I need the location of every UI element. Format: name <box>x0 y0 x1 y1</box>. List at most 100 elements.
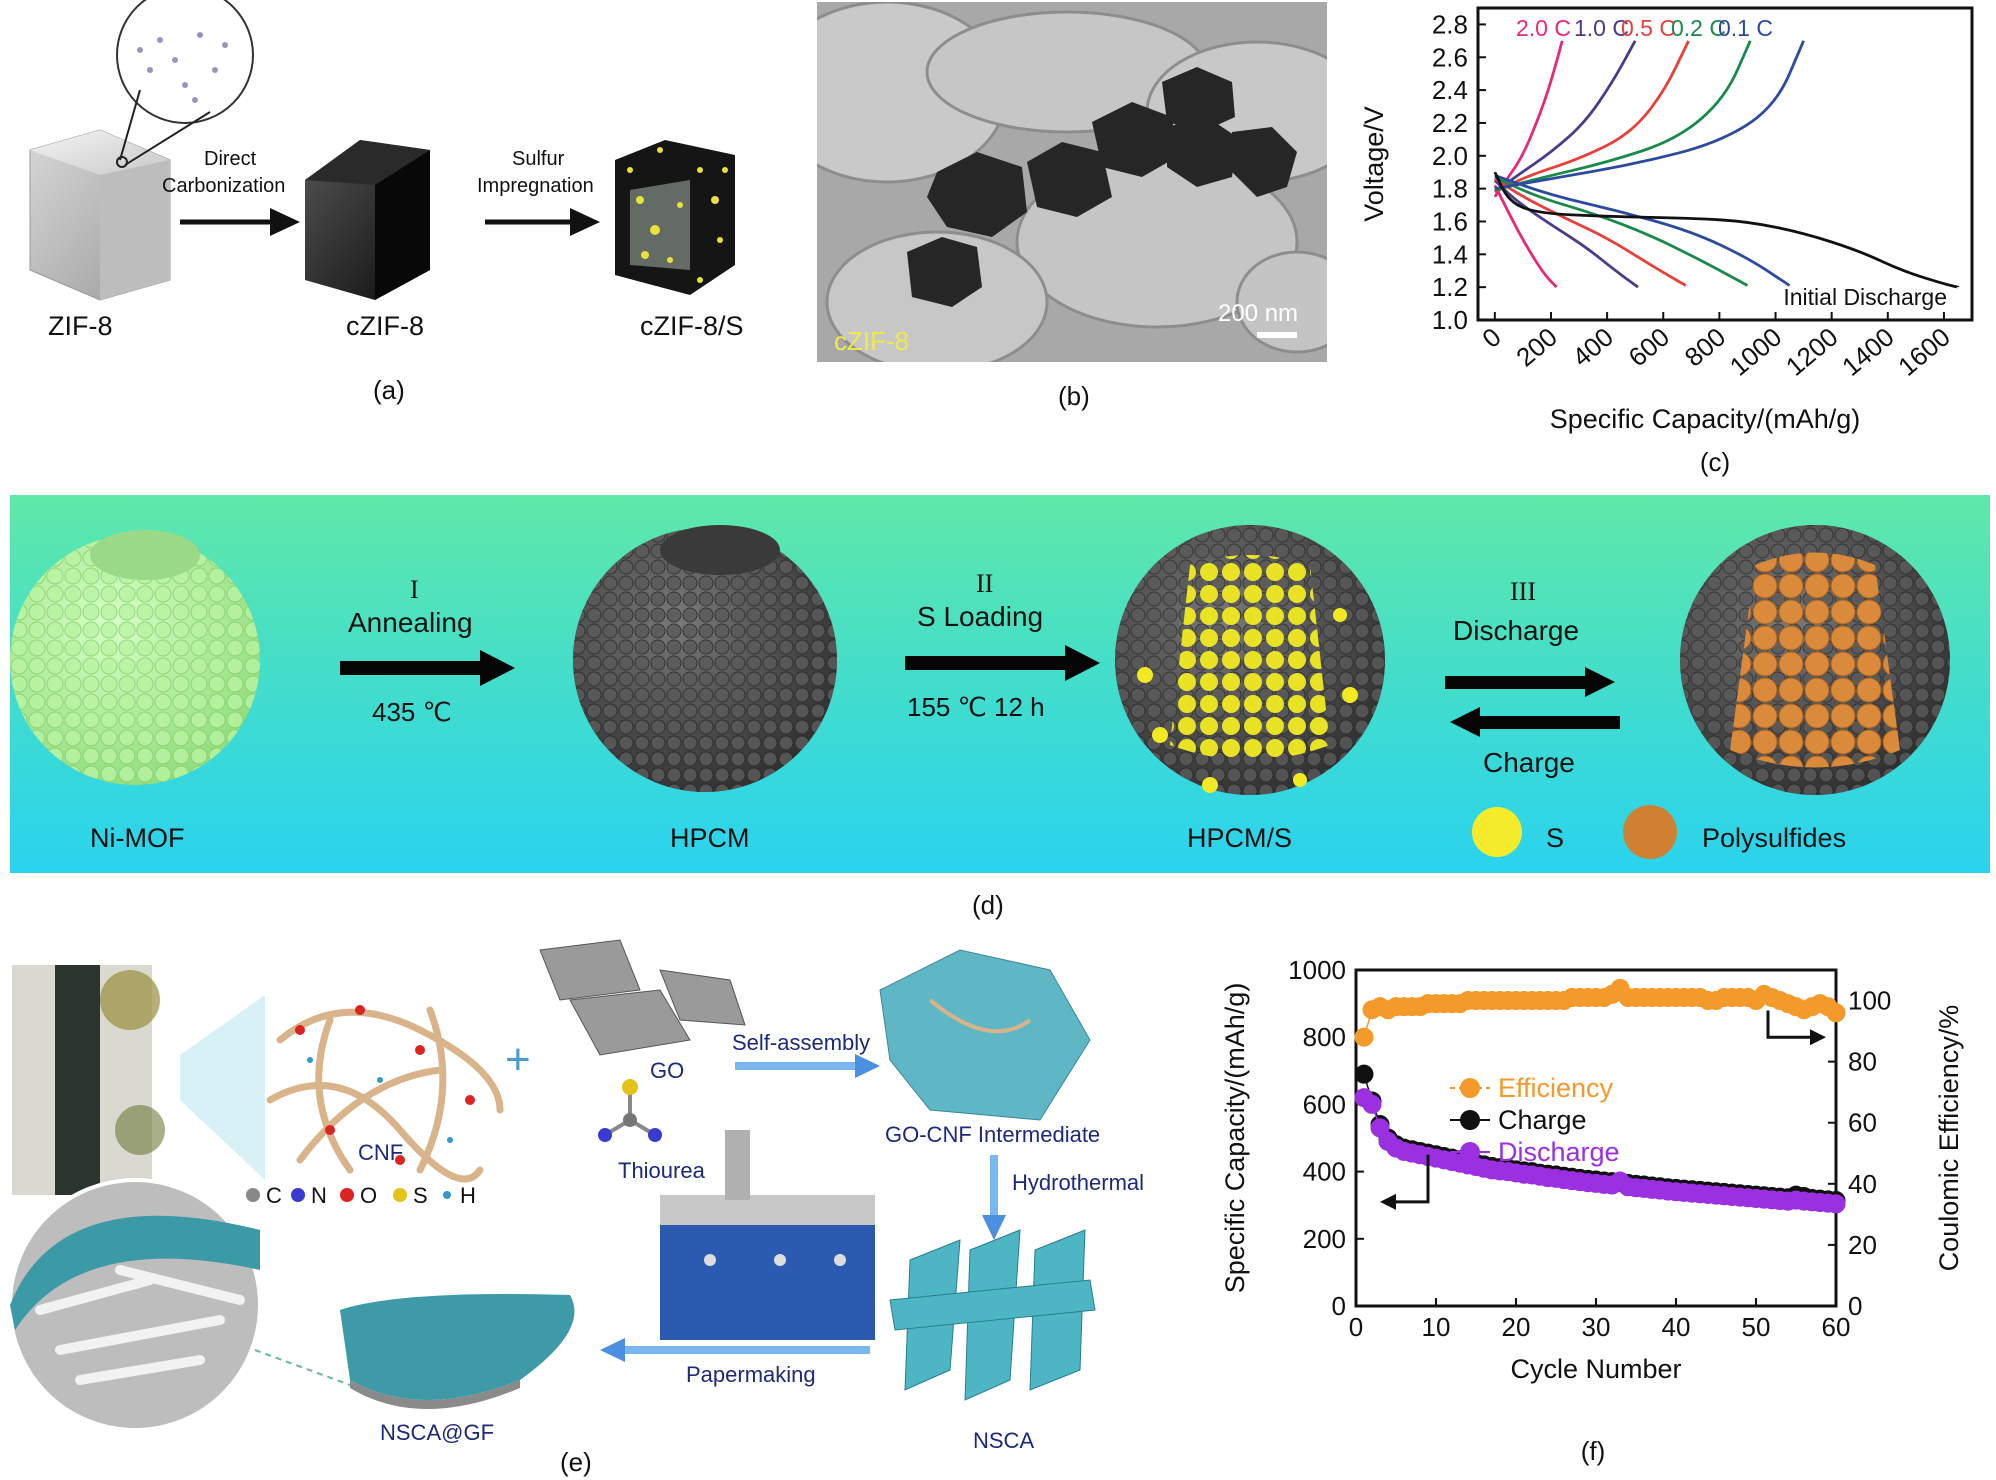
label-papermaking: Papermaking <box>686 1362 816 1387</box>
czif8-crystal <box>305 140 430 300</box>
nsca-network <box>889 1229 1096 1401</box>
label-czif8s: cZIF-8/S <box>640 311 744 341</box>
x-tick-label-f: 50 <box>1742 1312 1771 1342</box>
x-tick-label-c: 0 <box>1476 322 1506 354</box>
y-tick-label-f: 1000 <box>1288 955 1346 985</box>
label-annealing: Annealing <box>348 607 473 638</box>
legend-label-c: 0.2 C <box>1671 15 1726 41</box>
series-charge-point <box>1354 1064 1374 1084</box>
x-tick-label-f: 20 <box>1502 1312 1531 1342</box>
papermaking-machine <box>660 1130 875 1340</box>
caption-b: (b) <box>1058 381 1090 411</box>
y-tick-label-f: 0 <box>1332 1291 1346 1321</box>
y-tick-label-c: 2.6 <box>1432 42 1468 72</box>
arrow-s-loading <box>905 645 1100 681</box>
y-tick-label-c: 1.2 <box>1432 272 1468 302</box>
label-charge: Charge <box>1483 747 1575 778</box>
legend-discharge-marker <box>1460 1142 1480 1162</box>
y-tick-label-c: 2.4 <box>1432 75 1468 105</box>
nsca-gf-film <box>8 1178 575 1432</box>
arrow-charge <box>1450 707 1620 737</box>
y-tick-label-c: 2.2 <box>1432 108 1468 138</box>
arrow-hydrothermal <box>982 1155 1006 1240</box>
label-annealing-temp: 435 ℃ <box>372 697 452 727</box>
zif8-crystal <box>29 0 254 301</box>
legend-s-marker <box>1472 807 1522 857</box>
tem-sample-label: cZIF-8 <box>834 326 910 356</box>
label-cnf: CNF <box>358 1140 404 1165</box>
series-0-1-c-discharge-line <box>1494 174 1791 287</box>
x-tick-label-c: 400 <box>1566 322 1619 373</box>
tem-image <box>817 2 1327 362</box>
caption-c: (c) <box>1700 447 1730 477</box>
nimof-sphere <box>10 530 260 785</box>
label-element-c: C <box>266 1183 282 1208</box>
element-legend-dots <box>246 1188 451 1202</box>
arrow-right-axis <box>1766 1010 1810 1039</box>
label-nimof: Ni-MOF <box>90 823 185 853</box>
legend-efficiency-marker <box>1460 1078 1480 1098</box>
label-carbonization: Carbonization <box>162 175 286 197</box>
label-step2-roman: II <box>976 569 994 598</box>
y-tick-label-f: 600 <box>1303 1089 1346 1119</box>
series-efficiency-point <box>1826 1003 1846 1023</box>
label-go: GO <box>650 1058 685 1083</box>
panel-a-illustration <box>29 0 735 301</box>
x-tick-label-c: 600 <box>1623 322 1676 373</box>
panel-d-illustration <box>10 525 1950 859</box>
scalebar-label: 200 nm <box>1218 300 1299 327</box>
thiourea-molecule <box>598 1079 662 1142</box>
label-zif8: ZIF-8 <box>48 311 113 341</box>
legend-efficiency-label: Efficiency <box>1498 1073 1614 1103</box>
series-0-5-c-charge-line <box>1494 40 1690 194</box>
y2-axis-label-f: Coulomic Efficiency/% <box>1934 1005 1964 1272</box>
series-2-0-c-discharge-line <box>1493 184 1558 289</box>
y-tick-label-f: 400 <box>1303 1157 1346 1187</box>
label-element-o: O <box>360 1183 378 1208</box>
y2-tick-label-f: 0 <box>1848 1291 1862 1321</box>
series-discharge-point <box>1362 1094 1382 1114</box>
label-intermediate: GO-CNF Intermediate <box>885 1122 1101 1147</box>
series-discharge-point <box>1826 1194 1846 1214</box>
legend-discharge-label: Discharge <box>1498 1137 1620 1167</box>
label-s-loading-cond: 155 ℃ 12 h <box>907 692 1045 722</box>
x-tick-label-f: 40 <box>1662 1312 1691 1342</box>
label-nsca-gf: NSCA@GF <box>380 1420 495 1445</box>
label-impregnation: Impregnation <box>477 175 594 197</box>
hpcm-sphere <box>573 525 837 792</box>
panel-d: I Annealing 435 ℃ II S Loading 155 ℃ 12 … <box>10 495 1990 873</box>
arrow-carbonization <box>180 208 300 236</box>
legend-polysulfide-marker <box>1623 805 1677 859</box>
label-element-s: S <box>413 1183 428 1208</box>
y-tick-label-c: 1.6 <box>1432 206 1468 236</box>
series-1-0-c-charge-line <box>1494 40 1637 194</box>
x-tick-label-c: 800 <box>1679 322 1732 373</box>
series-initial-discharge-discharge-line <box>1493 171 1959 289</box>
label-hydrothermal: Hydrothermal <box>1012 1170 1145 1195</box>
polysulfide-sphere <box>1680 525 1950 795</box>
x-tick-label-c: 1400 <box>1836 322 1900 382</box>
x-tick-label-c: 1200 <box>1780 322 1844 382</box>
x-tick-label-f: 60 <box>1822 1312 1851 1342</box>
caption-a: (a) <box>373 375 405 405</box>
plot-frame-c <box>1476 6 1974 322</box>
y-tick-label-c: 2.8 <box>1432 9 1468 39</box>
label-direct: Direct <box>204 148 257 170</box>
go-sheets <box>539 939 746 1056</box>
label-discharge: Discharge <box>1453 615 1580 646</box>
zoom-cone-cnf <box>180 995 265 1180</box>
label-thiourea: Thiourea <box>618 1158 705 1183</box>
legend-label-c: 0.5 C <box>1621 15 1676 41</box>
label-nsca: NSCA <box>973 1428 1035 1453</box>
x-axis-label-f: Cycle Number <box>1510 1354 1681 1384</box>
legend-label-c: 2.0 C <box>1516 15 1571 41</box>
arrow-papermaking <box>600 1338 870 1362</box>
label-step1-roman: I <box>410 575 419 604</box>
y-tick-label-c: 1.4 <box>1432 239 1468 269</box>
caption-e: (e) <box>560 1447 592 1477</box>
y2-tick-label-f: 40 <box>1848 1169 1877 1199</box>
legend-charge-marker <box>1460 1110 1480 1130</box>
label-s-loading: S Loading <box>917 601 1044 632</box>
